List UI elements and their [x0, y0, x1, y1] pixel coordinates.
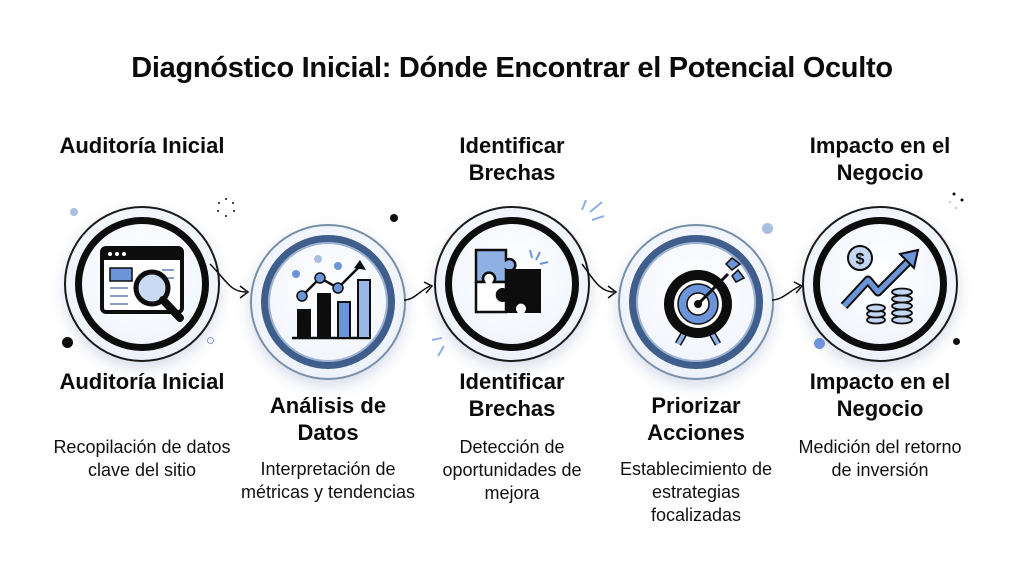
decor-dot	[762, 223, 773, 234]
spark-lines-icon	[431, 337, 445, 357]
decor-dot	[390, 214, 398, 222]
step-description: Recopilación de datos clave del sitio	[53, 437, 231, 480]
step-circle	[618, 224, 774, 380]
browser-magnifier-icon	[100, 246, 184, 322]
step-circle	[434, 206, 590, 362]
step-top-label: Impacto en el Negocio	[809, 133, 951, 185]
step-label: Identificar Brechas	[459, 369, 565, 421]
decor-dot	[814, 338, 825, 349]
svg-text:$: $	[856, 251, 865, 268]
decor-dot	[207, 337, 214, 344]
step-top-label: Identificar Brechas	[459, 133, 565, 185]
puzzle-pieces-icon	[474, 248, 549, 314]
step-description: Medición del retorno de inversión	[798, 437, 962, 480]
step-description: Detección de oportunidades de mejora	[442, 437, 582, 503]
step-label: Impacto en el Negocio	[809, 369, 951, 421]
step-label: Priorizar Acciones	[647, 393, 745, 445]
bar-chart-trend-icon	[292, 255, 371, 340]
target-arrow-icon	[664, 257, 746, 346]
step-label: Análisis de Datos	[269, 393, 387, 445]
step-top-label: Auditoría Inicial	[59, 133, 225, 158]
step-circle: $	[802, 206, 958, 362]
spark-lines-icon	[581, 199, 605, 221]
step-circle	[64, 206, 220, 362]
page-title: Diagnóstico Inicial: Dónde Encontrar el …	[131, 52, 893, 84]
decor-dot	[953, 338, 960, 345]
money-growth-icon: $	[840, 245, 920, 325]
sparkle-dots-icon	[217, 198, 235, 217]
sparkle-dots-icon	[949, 192, 964, 209]
step-description: Establecimiento de estrategias focalizad…	[619, 459, 773, 525]
step-label: Auditoría Inicial	[59, 369, 225, 394]
step-description: Interpretación de métricas y tendencias	[240, 459, 416, 502]
decor-dot	[70, 208, 78, 216]
decor-dot	[62, 337, 73, 348]
step-circle	[250, 224, 406, 380]
